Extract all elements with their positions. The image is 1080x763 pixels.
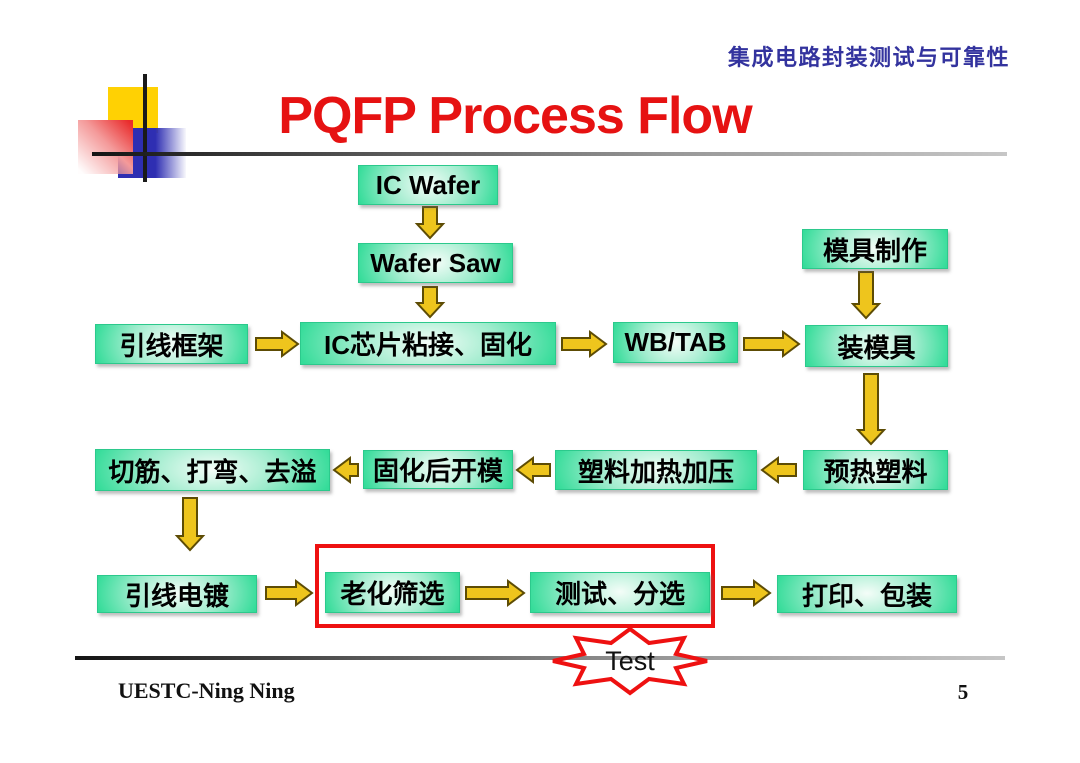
arrow-test-sort-to-mark-package: [721, 579, 772, 607]
arrow-mold-install-to-preheat-plastic: [855, 373, 887, 446]
arrow-mold-making-to-mold-install: [850, 271, 882, 320]
node-plastic-heat-press: 塑料加热加压: [555, 450, 757, 490]
page-number: 5: [957, 680, 969, 704]
node-test-sort: 测试、分选: [530, 572, 710, 613]
test-burst-shape: [552, 626, 708, 696]
node-wb-tab: WB/TAB: [613, 322, 738, 363]
node-mold-making: 模具制作: [802, 229, 948, 269]
node-burn-in: 老化筛选: [325, 572, 460, 613]
arrow-demold-to-trim: [332, 456, 359, 484]
node-demold-after-cure: 固化后开模: [363, 450, 513, 489]
node-preheat-plastic: 预热塑料: [803, 450, 948, 490]
course-title: 集成电路封装测试与可靠性: [727, 45, 1010, 70]
node-trim-form-deflash: 切筋、打弯、去溢: [95, 449, 330, 491]
node-mark-package: 打印、包装: [777, 575, 957, 613]
arrow-wb-tab-to-mold-install: [743, 330, 801, 358]
arrow-lead-plating-to-burn-in: [265, 579, 314, 607]
node-ic-wafer: IC Wafer: [358, 165, 498, 205]
arrow-burn-in-to-test-sort: [465, 579, 526, 607]
node-wafer-saw: Wafer Saw: [358, 243, 513, 283]
arrow-heat-press-to-demold: [515, 456, 551, 484]
arrow-wafer-saw-to-die-attach: [414, 286, 446, 319]
decor-vertical-line: [143, 74, 147, 182]
title-underline: [92, 152, 1007, 156]
node-mold-install: 装模具: [805, 325, 948, 367]
decor-pink-square: [78, 120, 133, 174]
arrow-trim-to-lead-plating: [174, 497, 206, 552]
node-lead-frame: 引线框架: [95, 324, 248, 364]
page-title: PQFP Process Flow: [278, 87, 752, 145]
footer-author: UESTC-Ning Ning: [118, 678, 295, 703]
node-lead-plating: 引线电镀: [97, 575, 257, 613]
arrow-preheat-to-heat-press: [760, 456, 797, 484]
arrow-lead-frame-to-die-attach: [255, 330, 300, 358]
footer-divider-line: [75, 656, 1005, 660]
node-die-attach: IC芯片粘接、固化: [300, 322, 556, 365]
test-highlight-rect: [315, 544, 715, 628]
test-burst-label: Test: [605, 646, 655, 676]
arrow-die-attach-to-wb-tab: [561, 330, 608, 358]
arrow-ic-wafer-to-wafer-saw: [414, 206, 446, 240]
